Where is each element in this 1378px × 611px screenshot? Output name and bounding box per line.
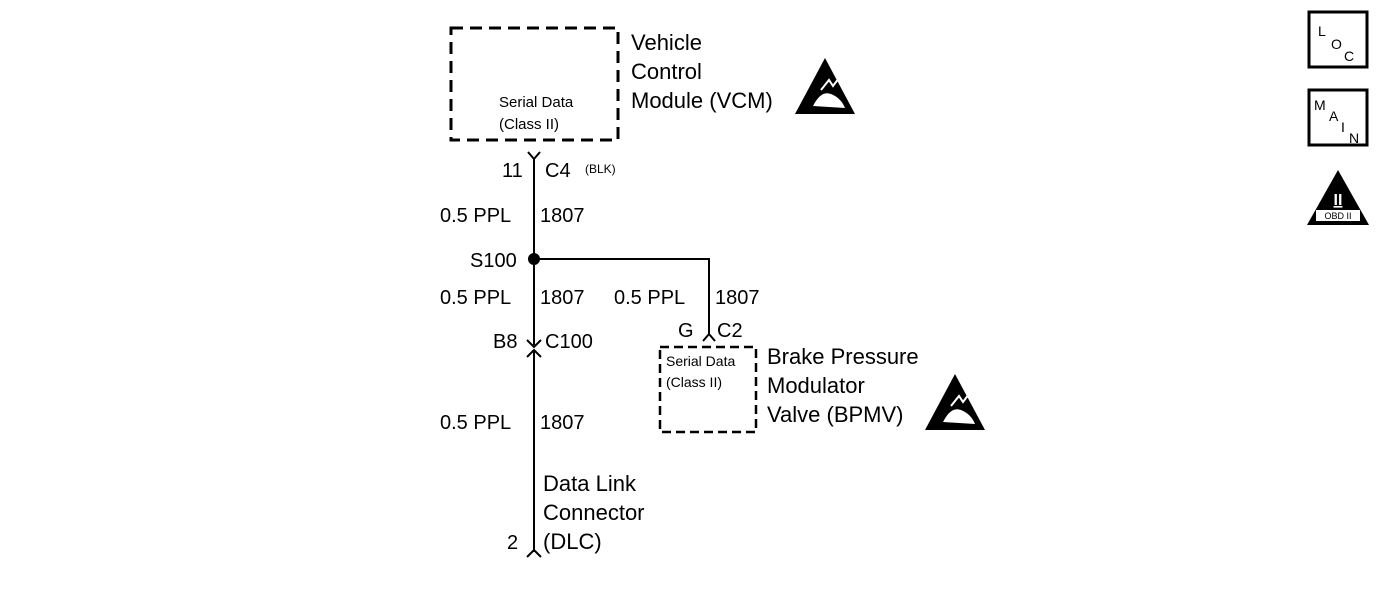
loc-letter-l: L: [1318, 23, 1326, 39]
vcm-pin: 11: [502, 160, 523, 182]
main-letter-n: N: [1349, 130, 1359, 146]
bpmv-connector-chevron: [702, 332, 716, 342]
bpmv-name-line-2: Modulator: [767, 373, 865, 398]
bpmv-name-line-3: Valve (BPMV): [767, 402, 904, 427]
dlc-pin: 2: [507, 532, 518, 554]
vcm-connector: C4: [545, 160, 571, 182]
wire-branch: [534, 258, 710, 334]
vcm-inner-line-1: Serial Data: [499, 94, 574, 111]
vcm-inner-line-2: (Class II): [499, 116, 559, 133]
dlc-name-line-1: Data Link: [543, 471, 637, 496]
wire-seg2-size-color: 0.5 PPL: [440, 287, 511, 309]
bpmv-box: [658, 345, 758, 434]
vcm-name-line-2: Control: [631, 59, 702, 84]
c100-connector: B8 C100: [493, 331, 593, 358]
c100-label: C100: [545, 331, 593, 353]
wire-branch-size-color: 0.5 PPL: [614, 287, 685, 309]
vcm-module: Serial Data (Class II) Vehicle Control M…: [449, 26, 855, 142]
esd-warning-icon: [795, 58, 855, 114]
wire-seg3-circuit: 1807: [540, 412, 585, 434]
c4-connector: 11 C4 (BLK): [502, 151, 616, 182]
wire-seg2-circuit: 1807: [540, 287, 585, 309]
obd-numeral: II: [1334, 192, 1343, 209]
wire-seg1-size-color: 0.5 PPL: [440, 205, 511, 227]
dlc-connector: 2 Data Link Connector (DLC): [507, 471, 645, 558]
c100-pin: B8: [493, 331, 517, 353]
splice-label: S100: [470, 250, 517, 272]
splice-s100: S100: [470, 250, 540, 272]
main-letter-i: I: [1341, 119, 1345, 135]
dlc-name-line-3: (DLC): [543, 529, 602, 554]
main-letter-a: A: [1329, 108, 1339, 124]
bpmv-name-line-1: Brake Pressure: [767, 344, 919, 369]
main-button[interactable]: M A I N: [1307, 88, 1369, 147]
loc-letter-c: C: [1344, 48, 1354, 64]
vcm-name-line-1: Vehicle: [631, 30, 702, 55]
bpmv-module: G C2 Serial Data (Class II) Brake Pressu…: [658, 320, 985, 434]
esd-warning-icon: [925, 374, 985, 430]
bpmv-inner-line-2: (Class II): [666, 374, 722, 390]
obd-ii-button[interactable]: II OBD II: [1307, 170, 1369, 225]
obd-caption-box: [1316, 210, 1360, 221]
bpmv-pin: G: [678, 320, 694, 342]
obd-caption: OBD II: [1324, 211, 1351, 221]
main-letter-m: M: [1314, 97, 1326, 113]
loc-button[interactable]: L O C: [1307, 10, 1369, 69]
wire-seg3-size-color: 0.5 PPL: [440, 412, 511, 434]
bpmv-connector: C2: [717, 320, 743, 342]
vcm-connector-color: (BLK): [585, 162, 616, 176]
loc-letter-o: O: [1331, 36, 1342, 52]
bpmv-inner-line-1: Serial Data: [666, 353, 735, 369]
wire-seg1-circuit: 1807: [540, 205, 585, 227]
vcm-name-line-3: Module (VCM): [631, 88, 773, 113]
vcm-box: [449, 26, 620, 142]
dlc-name-line-2: Connector: [543, 500, 645, 525]
wire-branch-circuit: 1807: [715, 287, 760, 309]
